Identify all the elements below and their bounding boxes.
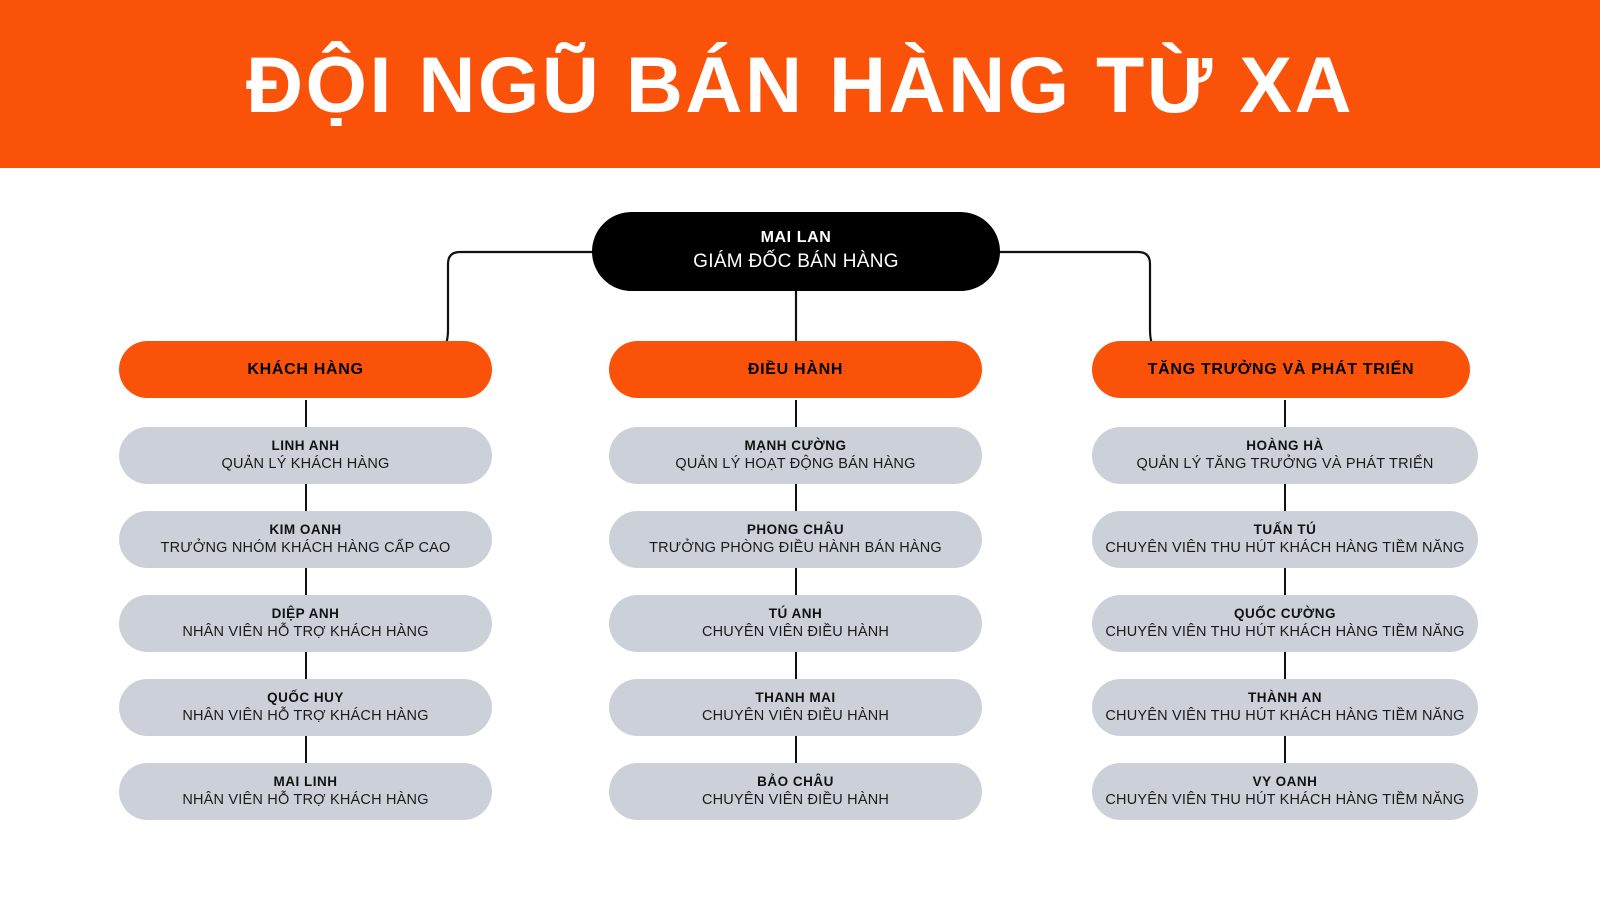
member-name: THANH MAI: [755, 689, 836, 705]
member-role: CHUYÊN VIÊN ĐIỀU HÀNH: [701, 791, 890, 808]
member-card[interactable]: THANH MAI CHUYÊN VIÊN ĐIỀU HÀNH: [609, 652, 982, 736]
member-role: CHUYÊN VIÊN THU HÚT KHÁCH HÀNG TIỀM NĂNG: [1105, 623, 1465, 640]
dept-pill-khach-hang[interactable]: KHÁCH HÀNG: [119, 341, 492, 398]
member-name: DIỆP ANH: [271, 605, 340, 621]
member-role: QUẢN LÝ HOẠT ĐỘNG BÁN HÀNG: [675, 455, 916, 472]
member-name: VY OANH: [1252, 773, 1318, 789]
connector-stub: [1284, 736, 1286, 763]
member-card[interactable]: VY OANH CHUYÊN VIÊN THU HÚT KHÁCH HÀNG T…: [1092, 736, 1478, 820]
connector-stub: [794, 484, 797, 511]
member-card[interactable]: MẠNH CƯỜNG QUẢN LÝ HOẠT ĐỘNG BÁN HÀNG: [609, 400, 982, 484]
connector-stub: [794, 652, 797, 679]
connector-stub: [304, 568, 307, 595]
member-card[interactable]: KIM OANH TRƯỞNG NHÓM KHÁCH HÀNG CẤP CAO: [119, 484, 492, 568]
member-name: TUẤN TÚ: [1253, 521, 1317, 537]
column-khach-hang: KHÁCH HÀNG LINH ANH QUẢN LÝ KHÁCH HÀNG K…: [119, 341, 492, 820]
connector-stub: [794, 568, 797, 595]
member-role: CHUYÊN VIÊN ĐIỀU HÀNH: [701, 707, 890, 724]
member-role: QUẢN LÝ TĂNG TRƯỞNG VÀ PHÁT TRIỂN: [1136, 455, 1434, 472]
member-role: TRƯỞNG NHÓM KHÁCH HÀNG CẤP CAO: [160, 539, 451, 556]
connector-stub: [304, 736, 307, 763]
member-card[interactable]: TÚ ANH CHUYÊN VIÊN ĐIỀU HÀNH: [609, 568, 982, 652]
member-card[interactable]: LINH ANH QUẢN LÝ KHÁCH HÀNG: [119, 400, 492, 484]
member-card[interactable]: DIỆP ANH NHÂN VIÊN HỖ TRỢ KHÁCH HÀNG: [119, 568, 492, 652]
member-name: MAI LINH: [273, 773, 338, 789]
connector-stub: [1284, 568, 1286, 595]
member-card[interactable]: THÀNH AN CHUYÊN VIÊN THU HÚT KHÁCH HÀNG …: [1092, 652, 1478, 736]
member-list-dieu-hanh: MẠNH CƯỜNG QUẢN LÝ HOẠT ĐỘNG BÁN HÀNG PH…: [609, 400, 982, 820]
member-role: CHUYÊN VIÊN THU HÚT KHÁCH HÀNG TIỀM NĂNG: [1105, 791, 1465, 808]
root-node-role: GIÁM ĐỐC BÁN HÀNG: [693, 251, 899, 273]
connector-stub: [304, 652, 307, 679]
member-role: NHÂN VIÊN HỖ TRỢ KHÁCH HÀNG: [182, 791, 429, 808]
member-list-khach-hang: LINH ANH QUẢN LÝ KHÁCH HÀNG KIM OANH TRƯ…: [119, 400, 492, 820]
connector-stub: [794, 400, 797, 427]
member-card[interactable]: BẢO CHÂU CHUYÊN VIÊN ĐIỀU HÀNH: [609, 736, 982, 820]
member-role: NHÂN VIÊN HỖ TRỢ KHÁCH HÀNG: [182, 623, 429, 640]
member-role: TRƯỞNG PHÒNG ĐIỀU HÀNH BÁN HÀNG: [649, 539, 942, 556]
connector-stub: [304, 484, 307, 511]
member-role: CHUYÊN VIÊN ĐIỀU HÀNH: [701, 623, 890, 640]
member-name: KIM OANH: [269, 521, 342, 537]
dept-pill-tang-truong-phat-trien[interactable]: TĂNG TRƯỞNG VÀ PHÁT TRIỂN: [1092, 341, 1470, 398]
member-card[interactable]: MAI LINH NHÂN VIÊN HỖ TRỢ KHÁCH HÀNG: [119, 736, 492, 820]
member-name: QUỐC HUY: [267, 689, 344, 705]
page-title: ĐỘI NGŨ BÁN HÀNG TỪ XA: [245, 39, 1355, 129]
connector-stub: [304, 400, 307, 427]
member-name: QUỐC CƯỜNG: [1234, 605, 1336, 621]
column-tang-truong-phat-trien: TĂNG TRƯỞNG VÀ PHÁT TRIỂN HOÀNG HÀ QUẢN …: [1092, 341, 1478, 820]
member-card[interactable]: HOÀNG HÀ QUẢN LÝ TĂNG TRƯỞNG VÀ PHÁT TRI…: [1092, 400, 1478, 484]
member-card[interactable]: QUỐC CƯỜNG CHUYÊN VIÊN THU HÚT KHÁCH HÀN…: [1092, 568, 1478, 652]
connector-stub: [1284, 484, 1286, 511]
root-node-name: MAI LAN: [760, 229, 832, 247]
member-card[interactable]: QUỐC HUY NHÂN VIÊN HỖ TRỢ KHÁCH HÀNG: [119, 652, 492, 736]
connector-stub: [1284, 652, 1286, 679]
dept-pill-dieu-hanh[interactable]: ĐIỀU HÀNH: [609, 341, 982, 398]
member-role: CHUYÊN VIÊN THU HÚT KHÁCH HÀNG TIỀM NĂNG: [1105, 539, 1465, 556]
column-dieu-hanh: ĐIỀU HÀNH MẠNH CƯỜNG QUẢN LÝ HOẠT ĐỘNG B…: [609, 341, 982, 820]
member-name: BẢO CHÂU: [757, 773, 834, 789]
title-banner: ĐỘI NGŨ BÁN HÀNG TỪ XA: [0, 0, 1600, 168]
member-list-tang-truong-phat-trien: HOÀNG HÀ QUẢN LÝ TĂNG TRƯỞNG VÀ PHÁT TRI…: [1092, 400, 1478, 820]
member-name: MẠNH CƯỜNG: [744, 437, 847, 453]
root-node-mai-lan[interactable]: MAI LAN GIÁM ĐỐC BÁN HÀNG: [592, 212, 1000, 291]
member-role: CHUYÊN VIÊN THU HÚT KHÁCH HÀNG TIỀM NĂNG: [1105, 707, 1465, 724]
connector-stub: [794, 736, 797, 763]
member-card[interactable]: PHONG CHÂU TRƯỞNG PHÒNG ĐIỀU HÀNH BÁN HÀ…: [609, 484, 982, 568]
member-role: NHÂN VIÊN HỖ TRỢ KHÁCH HÀNG: [182, 707, 429, 724]
member-role: QUẢN LÝ KHÁCH HÀNG: [221, 455, 390, 472]
member-name: LINH ANH: [271, 437, 340, 453]
member-name: TÚ ANH: [768, 605, 823, 621]
connector-stub: [1284, 400, 1286, 427]
member-card[interactable]: TUẤN TÚ CHUYÊN VIÊN THU HÚT KHÁCH HÀNG T…: [1092, 484, 1478, 568]
member-name: PHONG CHÂU: [746, 521, 845, 537]
member-name: HOÀNG HÀ: [1246, 437, 1324, 453]
member-name: THÀNH AN: [1248, 689, 1322, 705]
